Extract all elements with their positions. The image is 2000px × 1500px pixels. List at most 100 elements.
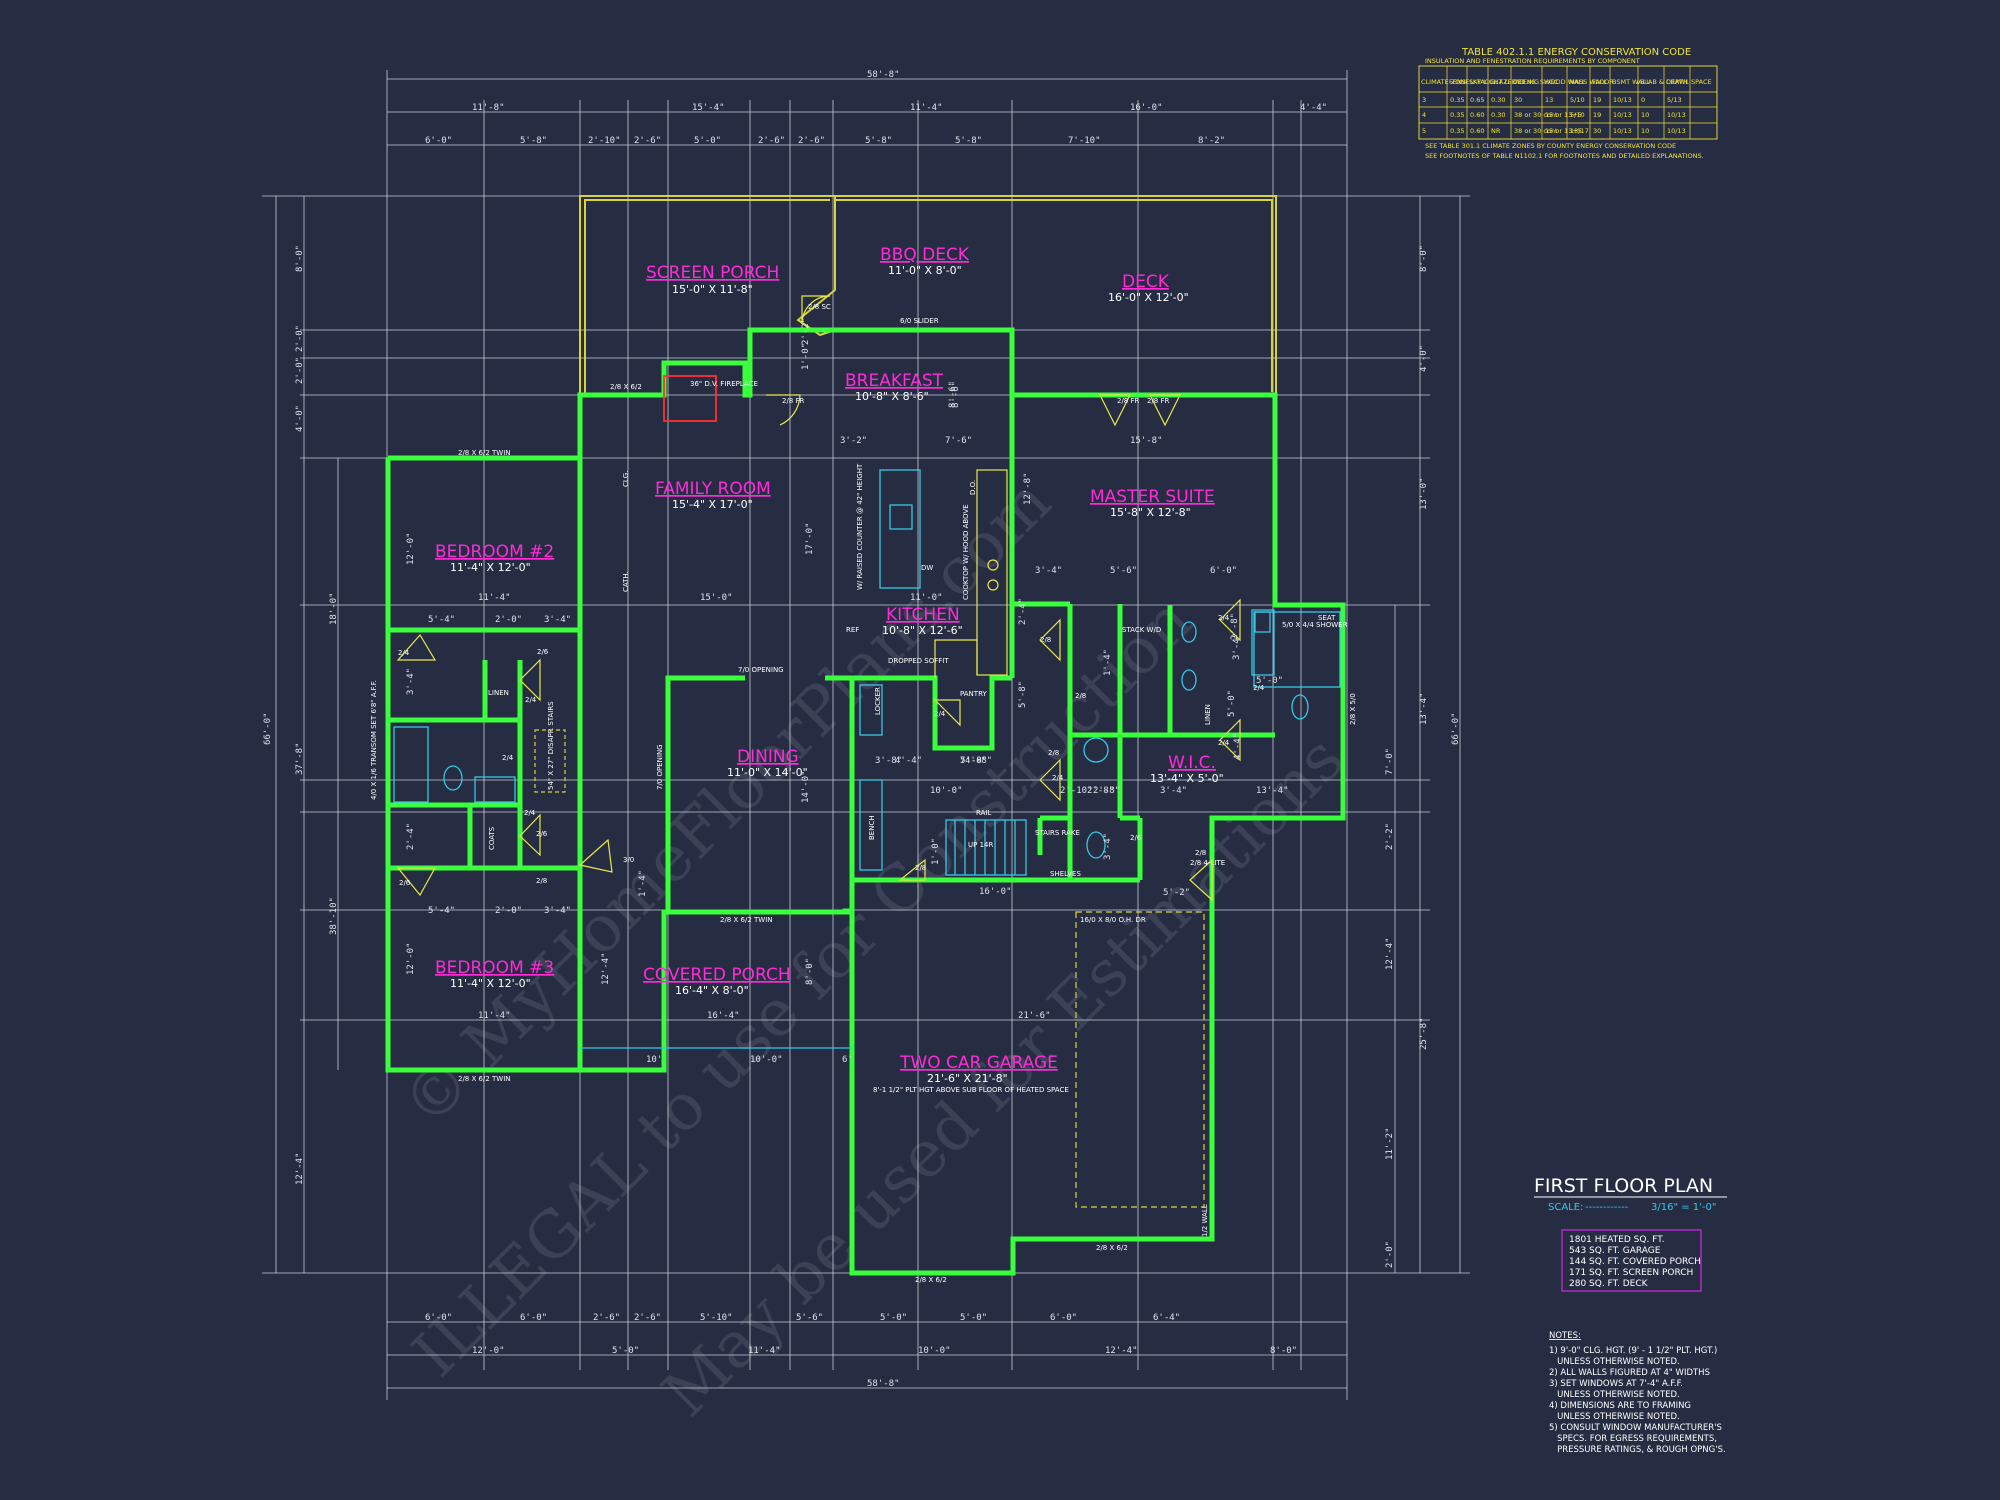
corner-counter: [934, 639, 978, 678]
note-line: PRESSURE RATINGS, & ROUGH OPNG'S.: [1549, 1445, 1726, 1455]
interior-dims: 11'-4"15'-0"11'-0"5'-4"2'-0"3'-4"5'-4"2'…: [406, 318, 1289, 1065]
interior-dimension: 8'-6": [951, 381, 961, 408]
dim-overall-left: 66'-0": [263, 712, 273, 745]
energy-table: TABLE 402.1.1 ENERGY CONSERVATION CODE I…: [1418, 47, 1718, 160]
energy-table-header: SLAB & DEPTH: [1640, 78, 1688, 86]
note-line: UNLESS OTHERWISE NOTED.: [1549, 1412, 1680, 1422]
interior-dimension: 4'-8": [965, 756, 992, 766]
interior-dimension: 17'-0": [805, 522, 815, 555]
energy-table-cell: 30: [1514, 96, 1522, 104]
burner-icon: [987, 579, 999, 591]
label-stack: STACK W/D: [1122, 626, 1161, 634]
energy-table-header: CEILING: [1513, 78, 1539, 86]
notes-block: NOTES: 1) 9'-0" CLG. HGT. (9' - 1 1/2" P…: [1549, 1331, 1726, 1455]
dim-bot2-3: 11'-4": [748, 1346, 781, 1356]
dim-right-7: 12'-4": [1385, 937, 1395, 970]
counter-icon: [976, 469, 1008, 676]
room-name-family-room: FAMILY ROOM: [655, 479, 771, 499]
door-tag: 2/8: [1040, 636, 1051, 644]
energy-table-cell: 0.60: [1470, 111, 1484, 119]
energy-table-cell: 0: [1641, 96, 1645, 104]
interior-dimension: 21'-6": [1018, 1011, 1051, 1021]
interior-dimension: 8'-6": [948, 381, 958, 408]
note-line: 2) ALL WALLS FIGURED AT 4" WIDTHS: [1549, 1368, 1710, 1378]
scale-leader: ------------: [1585, 1202, 1629, 1213]
energy-table-header: CRAWL SPACE: [1666, 78, 1712, 86]
energy-table-cell: 10/13: [1613, 111, 1632, 119]
note-line: 3) SET WINDOWS AT 7'-4" A.F.F.: [1549, 1379, 1683, 1389]
toilet-icon: [443, 765, 463, 791]
interior-dimension: 12'-8": [1023, 472, 1033, 505]
dim-right-9: 2'-0": [1385, 1241, 1395, 1268]
interior-dimension: 3'-4": [1232, 633, 1242, 660]
room-size-screen-porch: 15'-0" X 11'-8": [672, 283, 753, 296]
door-tag: 2/6: [537, 648, 549, 656]
dim-left-inner-2: 38'-10": [329, 897, 339, 935]
room-name-master-suite: MASTER SUITE: [1090, 487, 1215, 507]
door-swing: [1099, 394, 1131, 427]
dim-bot-1: 6'-0": [425, 1313, 452, 1323]
label-rail: RAIL: [976, 809, 991, 817]
label-slider: 6/0 SLIDER: [900, 317, 939, 325]
interior-dimension: 1'-4": [1103, 649, 1113, 676]
interior-dimension: 4'-4": [895, 756, 922, 766]
dim-top2-8: 5'-8": [865, 136, 892, 146]
interior-dimension: 2'-8": [1087, 786, 1114, 796]
door-tag: 2/8 SC: [808, 303, 831, 311]
dim-bot-4: 2'-6": [634, 1313, 661, 1323]
energy-table-title: TABLE 402.1.1 ENERGY CONSERVATION CODE: [1461, 47, 1691, 58]
interior-dimension: 7'-8": [960, 756, 987, 766]
interior-dimension: 1'-0": [801, 343, 811, 370]
interior-dimension: 5'-0": [960, 756, 987, 766]
dim-bot2-6: 8'-0": [1270, 1346, 1297, 1356]
label-seat: SEAT: [1318, 614, 1336, 622]
energy-table-header: WOOD WALL: [1544, 78, 1586, 86]
energy-table-cell: 38 or 30 cont: [1514, 111, 1558, 119]
dim-left-4: 4'-0": [295, 405, 305, 432]
master-toilet-icon: [1291, 694, 1309, 720]
shower-seat-icon: [1251, 609, 1275, 676]
door-tag: 2/4: [1218, 614, 1230, 622]
island-sink-icon: [889, 504, 913, 530]
room-size-deck: 16'-0" X 12'-0": [1108, 291, 1189, 304]
interior-dimension: 12'-4": [601, 952, 611, 985]
door-tag: 2/8: [1195, 849, 1206, 857]
room-name-kitchen: KITCHEN: [886, 605, 960, 625]
dim-top-5: 4'-4": [1300, 103, 1327, 113]
fireplace-icon: [663, 375, 717, 422]
energy-table-header: FLOOR: [1592, 78, 1614, 86]
room-labels: SCREEN PORCH 15'-0" X 11'-8" BBQ DECK 11…: [435, 245, 1224, 1094]
energy-table-cell: 0.60: [1470, 127, 1484, 135]
dim-right-6: 2'-2": [1385, 823, 1395, 850]
label-linen-2: LINEN: [1204, 704, 1212, 725]
label-clg: CLG.: [622, 471, 630, 487]
interior-dimension: 2'-10": [1060, 786, 1093, 796]
interior-dimension: 6': [842, 1055, 853, 1065]
door-swing: [933, 699, 961, 727]
interior-dimension: 3'-4": [544, 615, 571, 625]
energy-table-cell: 5: [1422, 127, 1426, 135]
energy-table-cell: 13/17: [1570, 127, 1589, 135]
room-size-master-suite: 15'-8" X 12'-8": [1110, 506, 1191, 519]
interior-dimension: 16'-0": [979, 887, 1012, 897]
interior-dimension: 1'-0": [931, 838, 941, 865]
locker-icon: [859, 684, 883, 736]
label-garage-door: 16/0 X 8/0 O.H. DR: [1080, 916, 1146, 924]
interior-dimension: 2'-4": [406, 823, 416, 850]
room-size-family-room: 15'-4" X 17'-0": [672, 498, 753, 511]
label-garage-window: 2/8 X 6/2: [1096, 1244, 1128, 1252]
attic-stairs-icon: [534, 729, 566, 793]
room-name-bbq-deck: BBQ DECK: [880, 245, 970, 265]
dim-bot2-2: 5'-0": [612, 1346, 639, 1356]
burner-icon: [987, 559, 999, 571]
energy-table-cell: 10/13: [1667, 127, 1686, 135]
label-cath: CATH.: [622, 571, 630, 592]
label-linen: LINEN: [488, 689, 509, 697]
dim-bot-10: 6'-4": [1153, 1313, 1180, 1323]
label-coats: COATS: [488, 826, 496, 850]
energy-table-cell: 10: [1641, 111, 1649, 119]
label-bench: BENCH: [868, 815, 876, 840]
door-tag: 2/4: [398, 649, 410, 657]
dim-top2-3: 2'-10": [588, 136, 621, 146]
